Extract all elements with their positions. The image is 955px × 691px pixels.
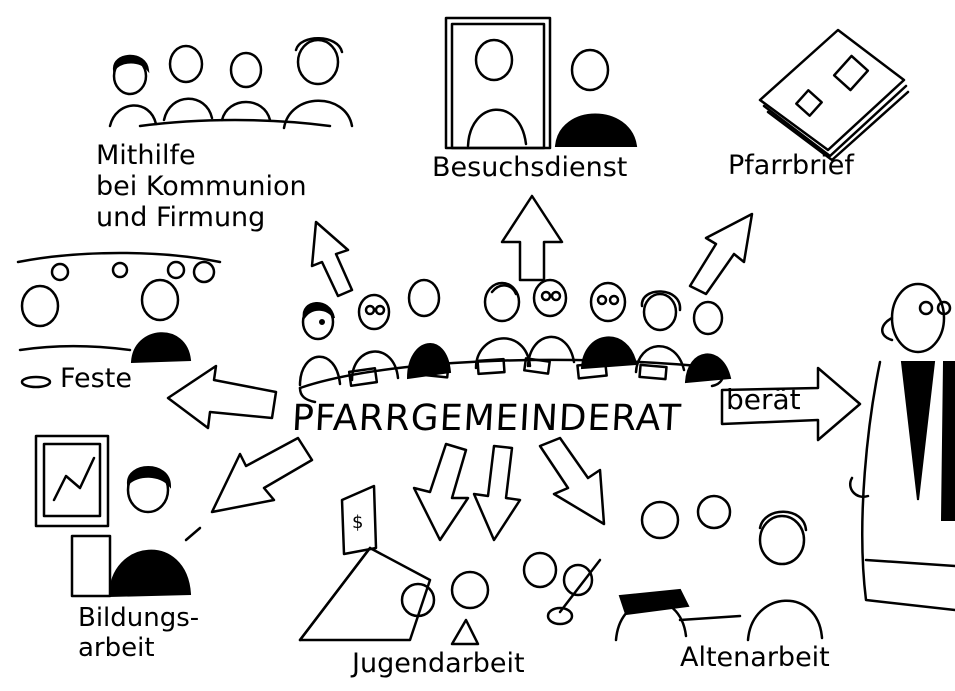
council-member-3 xyxy=(406,278,452,380)
altenarbeit-label: Altenarbeit xyxy=(680,642,830,673)
party-illustration xyxy=(16,251,222,389)
easel-icon xyxy=(34,434,202,598)
arrow-up-icon xyxy=(688,212,754,296)
door-visit-illustration xyxy=(444,16,638,150)
mithilfe-line-1: Mithilfe xyxy=(96,140,196,171)
seniors-illustration xyxy=(614,494,824,642)
council-title: PFARRGEMEINDERAT xyxy=(290,398,683,439)
priest-figure xyxy=(849,282,955,612)
arrow-down-icon xyxy=(472,444,522,542)
arrow-down-icon xyxy=(210,436,314,514)
arrow-left-icon xyxy=(166,364,278,430)
arrow-up-icon xyxy=(500,194,564,282)
jugendarbeit-label: Jugendarbeit xyxy=(352,648,525,679)
mithilfe-line-2: bei Kommunion xyxy=(96,171,307,203)
arrow-up-icon xyxy=(310,220,354,298)
feste-label: Feste xyxy=(60,363,132,394)
mithilfe-line-3: und Firmung xyxy=(96,202,266,234)
bildungsarbeit-line-1: Bildungs- xyxy=(78,603,200,633)
newsletter-icon xyxy=(758,28,910,162)
council-table xyxy=(298,278,732,404)
bildungsarbeit-label: Bildungs- arbeit xyxy=(78,603,200,664)
tent-icon: $ xyxy=(298,484,602,646)
arrow-down-icon xyxy=(412,442,470,542)
pfarrbrief-label: Pfarrbrief xyxy=(728,150,854,181)
council-member-2 xyxy=(350,293,400,382)
arrow-right-icon xyxy=(720,366,862,442)
kids-group-illustration xyxy=(108,37,354,130)
beraet-label: berät xyxy=(726,383,801,416)
besuchsdienst-label: Besuchsdienst xyxy=(432,152,628,183)
council-member-5 xyxy=(526,278,576,368)
council-member-4 xyxy=(474,281,532,370)
arrow-down-icon xyxy=(538,436,606,526)
svg-text:$: $ xyxy=(352,512,363,533)
council-member-7 xyxy=(634,290,686,374)
council-member-1 xyxy=(298,302,342,387)
council-member-8 xyxy=(684,300,732,384)
mithilfe-label: Mithilfe bei Kommunion und Firmung xyxy=(96,140,307,233)
bildungsarbeit-line-2: arbeit xyxy=(78,632,155,663)
council-member-6 xyxy=(580,281,638,370)
